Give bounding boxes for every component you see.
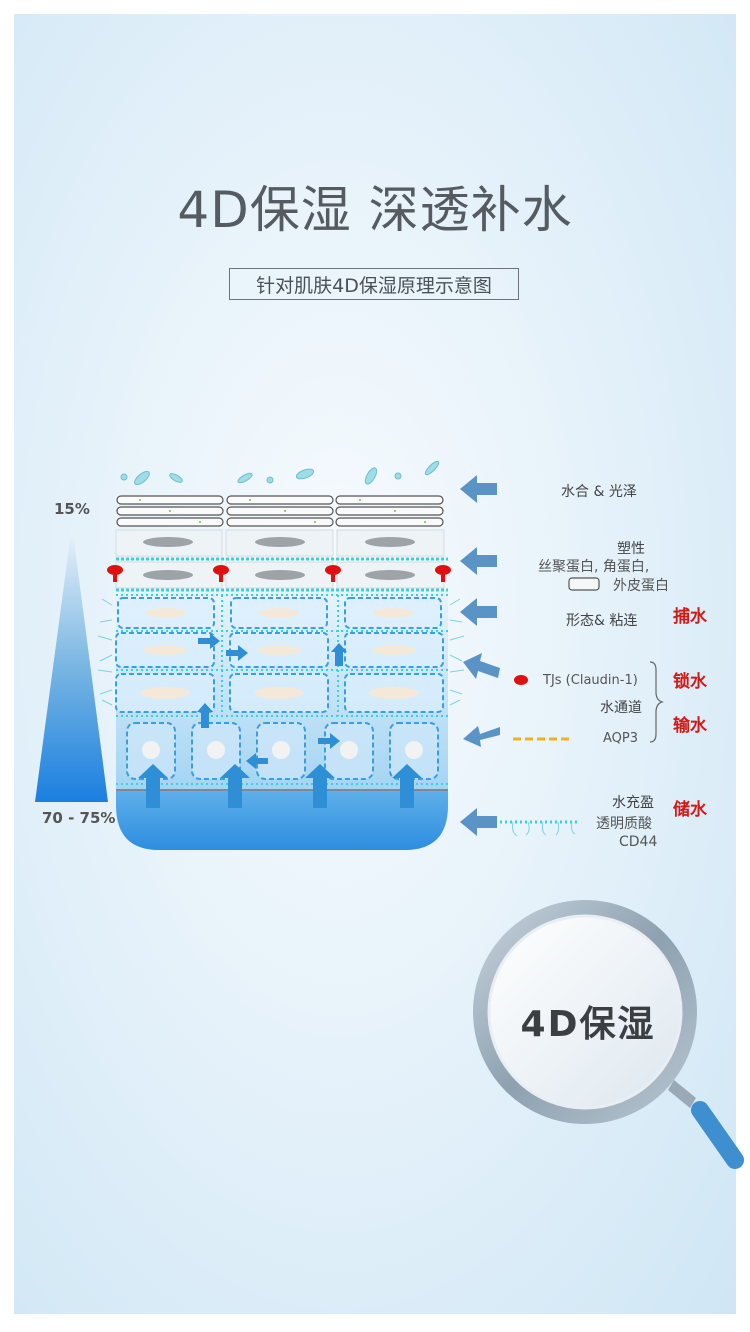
function-lock: 锁水	[673, 672, 707, 692]
label-hydration-gloss: 水合 & 光泽	[561, 484, 637, 500]
corneum-layers	[116, 495, 444, 527]
label-cd44: CD44	[619, 834, 658, 850]
corneum-dots	[139, 499, 426, 523]
label-plasticity: 塑性	[617, 541, 645, 557]
function-transport: 输水	[673, 716, 707, 736]
hyaluronic-hair-icon	[500, 820, 580, 837]
label-form-adhesion: 形态& 粘连	[566, 613, 638, 629]
bracket	[649, 661, 664, 743]
gradient-bottom-label: 70 - 75%	[42, 809, 116, 827]
water-drops	[120, 460, 440, 486]
hydration-gradient-triangle	[35, 525, 108, 802]
label-water-channel: 水通道	[600, 700, 642, 716]
basal-nuclei	[142, 741, 423, 759]
gradient-top-label: 15%	[54, 500, 90, 518]
page-title: 4D保湿 深透补水	[177, 181, 573, 239]
basal-cells	[126, 722, 439, 780]
label-aqp3: AQP3	[603, 731, 639, 746]
internal-arrows	[138, 633, 422, 808]
label-proteins: 丝聚蛋白, 角蛋白,	[538, 559, 650, 575]
diagram-subtitle: 针对肌肤4D保湿原理示意图	[229, 268, 519, 300]
function-store: 储水	[673, 800, 707, 820]
label-tjs: TJs (Claudin-1)	[543, 673, 638, 688]
side-hairs	[97, 598, 465, 706]
skin-layers	[97, 460, 465, 850]
water-dots	[116, 594, 448, 785]
granular-cells	[115, 529, 448, 592]
spinous-cells	[115, 597, 444, 713]
magnifier-icon	[473, 900, 744, 1169]
label-water-full: 水充盈	[612, 795, 654, 811]
label-hyaluronic: 透明质酸	[596, 816, 652, 832]
arrow-left-icon	[460, 475, 500, 836]
magnifier-label: 4D保湿	[520, 1004, 656, 1045]
envelope-protein-legend-icon	[568, 577, 600, 591]
label-envelope-protein: 外皮蛋白	[613, 578, 669, 594]
tight-junction-icon	[107, 565, 451, 582]
spinous-nuclei	[140, 608, 419, 699]
function-capture: 捕水	[673, 607, 707, 627]
tight-junction-legend-icon	[514, 675, 528, 685]
